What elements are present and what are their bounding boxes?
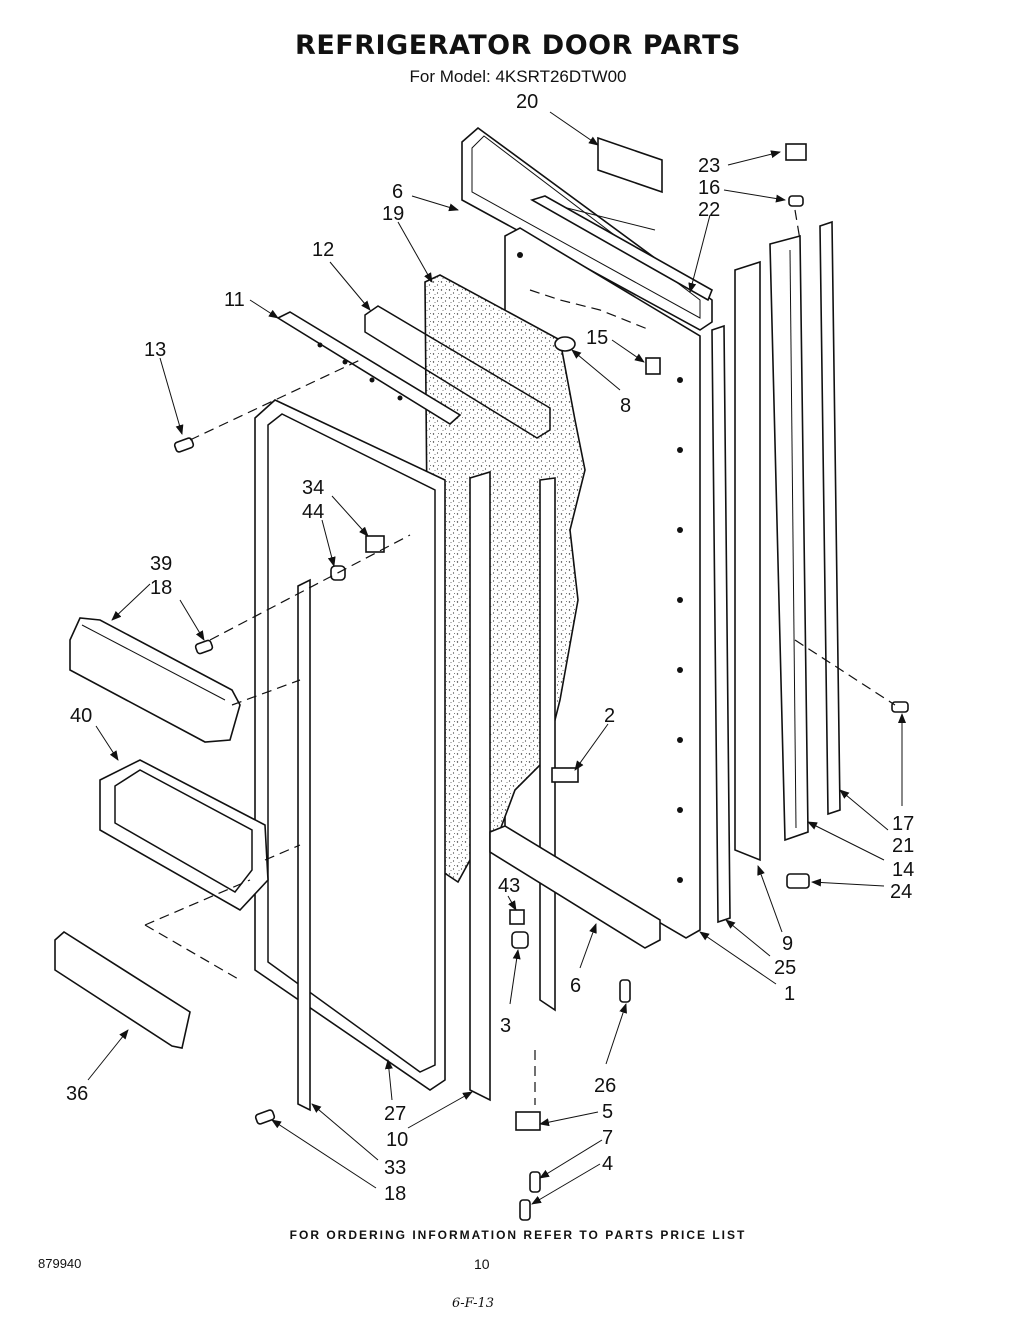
gasket-14 [769,234,809,842]
liner-frame [364,305,551,439]
callout-22: 22 [698,199,720,221]
callout-13: 13 [144,339,166,361]
cam-3 [511,931,529,949]
door-strip [469,470,491,1102]
callout-11: 11 [224,289,245,311]
trim-21 [819,220,841,816]
callout-18-b: 18 [384,1183,406,1205]
leader-lines [87,111,906,1205]
inner-door-liner [254,399,446,1091]
door-bin-39 [69,617,241,743]
door-strip-inner [539,477,556,1012]
bracket-23 [785,143,807,161]
callout-9: 9 [782,933,793,955]
screw-18 [194,639,214,655]
callout-2: 2 [604,705,615,727]
callout-14: 14 [892,859,914,881]
callout-43: 43 [498,875,520,897]
callout-1: 1 [784,983,795,1005]
hinge-43 [509,909,525,925]
ordering-info-footer: FOR ORDERING INFORMATION REFER TO PARTS … [289,1228,747,1242]
clip-34 [365,535,385,553]
callout-20: 20 [516,91,538,113]
callout-12: 12 [312,239,334,261]
screw-7 [529,1171,541,1193]
plug-8 [554,336,576,352]
callout-3: 3 [500,1015,511,1037]
callout-36: 36 [66,1083,88,1105]
door-cap-bottom [489,825,661,949]
nameplate [597,136,663,194]
handwritten-note: 6-F-13 [452,1296,495,1311]
callout-7: 7 [602,1127,613,1149]
callout-26: 26 [594,1075,616,1097]
callout-6-bottom: 6 [570,975,581,997]
dispenser-trim-36 [54,931,191,1049]
callout-8: 8 [620,395,631,417]
callout-4: 4 [602,1153,613,1175]
callout-44: 44 [302,501,324,523]
clip-2 [551,767,579,783]
callout-labels: 20 23 16 22 6 19 12 11 13 15 8 34 44 39 … [66,91,914,1205]
screw-17 [891,701,909,713]
callout-19: 19 [382,203,404,225]
callout-17: 17 [892,813,914,835]
callout-5: 5 [602,1101,613,1123]
callout-25: 25 [774,957,796,979]
door-parts-drawing [54,126,909,1221]
callout-15: 15 [586,327,608,349]
dispenser-housing-40 [99,759,269,912]
top-trim [529,195,714,302]
callout-34: 34 [302,477,324,499]
screw-4 [519,1199,531,1221]
callout-33: 33 [384,1157,406,1179]
callout-24: 24 [890,881,912,903]
clip-15 [645,357,661,375]
screw-26 [619,979,631,1003]
callout-23: 23 [698,155,720,177]
hinge-pin-5 [515,1111,541,1131]
page-number: 10 [474,1256,490,1272]
screw-33 [254,1109,276,1125]
callout-16: 16 [698,177,720,199]
screw-16 [788,195,804,207]
model-subtitle: For Model: 4KSRT26DTW00 [409,67,627,86]
side-rail-25 [711,324,731,924]
callout-18-a: 18 [150,577,172,599]
document-number: 879940 [38,1256,82,1271]
hinge-bracket [276,311,462,425]
side-bar [297,578,311,1112]
callout-21: 21 [892,835,914,857]
page-title: REFRIGERATOR DOOR PARTS [295,30,741,61]
side-rail-9 [734,260,761,862]
callout-39: 39 [150,553,172,575]
callout-40: 40 [70,705,92,727]
callout-6-top: 6 [392,181,403,203]
callout-27: 27 [384,1103,406,1125]
foot-24 [786,873,810,889]
callout-10: 10 [386,1129,408,1151]
screw-13 [173,437,195,453]
